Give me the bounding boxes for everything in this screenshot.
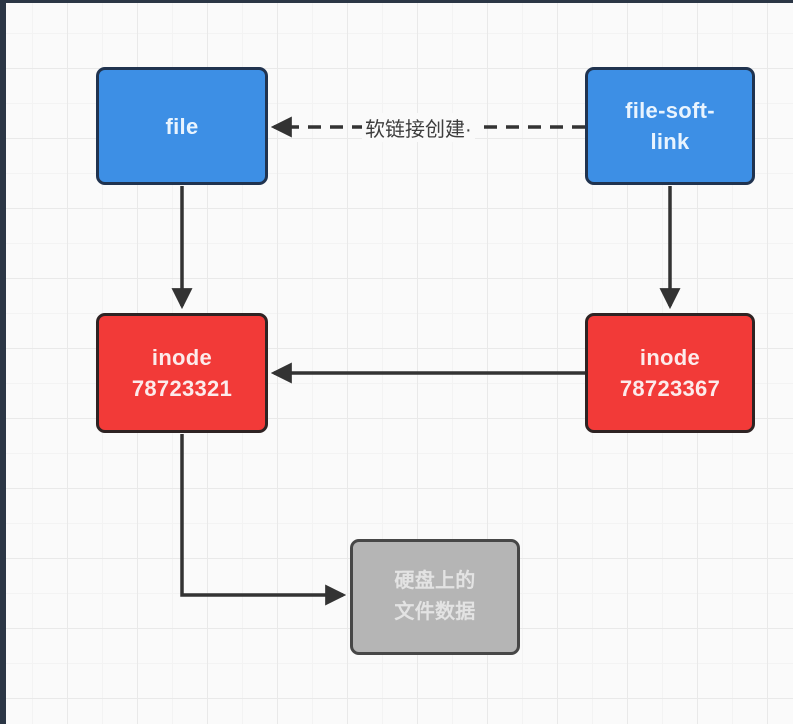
node-inode-right-line2: 78723367 xyxy=(619,376,721,401)
node-inode-right-line1: inode xyxy=(639,345,701,370)
node-file-label: file xyxy=(165,113,199,139)
node-file-soft-link: file-soft-link xyxy=(585,67,755,185)
node-inode-left-line2: 78723321 xyxy=(131,376,233,401)
node-inode-left-line1: inode xyxy=(151,345,213,370)
node-file: file xyxy=(96,67,268,185)
node-disk-data: 硬盘上的文件数据 xyxy=(350,539,520,655)
node-file-soft-link-label: file-soft-link xyxy=(625,98,715,154)
top-frame-border xyxy=(0,0,793,3)
node-inode-78723367: inode 78723367 xyxy=(585,313,755,433)
node-disk-data-label: 硬盘上的文件数据 xyxy=(394,570,476,623)
node-inode-78723321: inode 78723321 xyxy=(96,313,268,433)
soft-link-create-edge-label: 软链接创建· xyxy=(362,113,475,142)
left-frame-border xyxy=(0,0,6,724)
inode-to-disk-arrow xyxy=(180,434,347,606)
